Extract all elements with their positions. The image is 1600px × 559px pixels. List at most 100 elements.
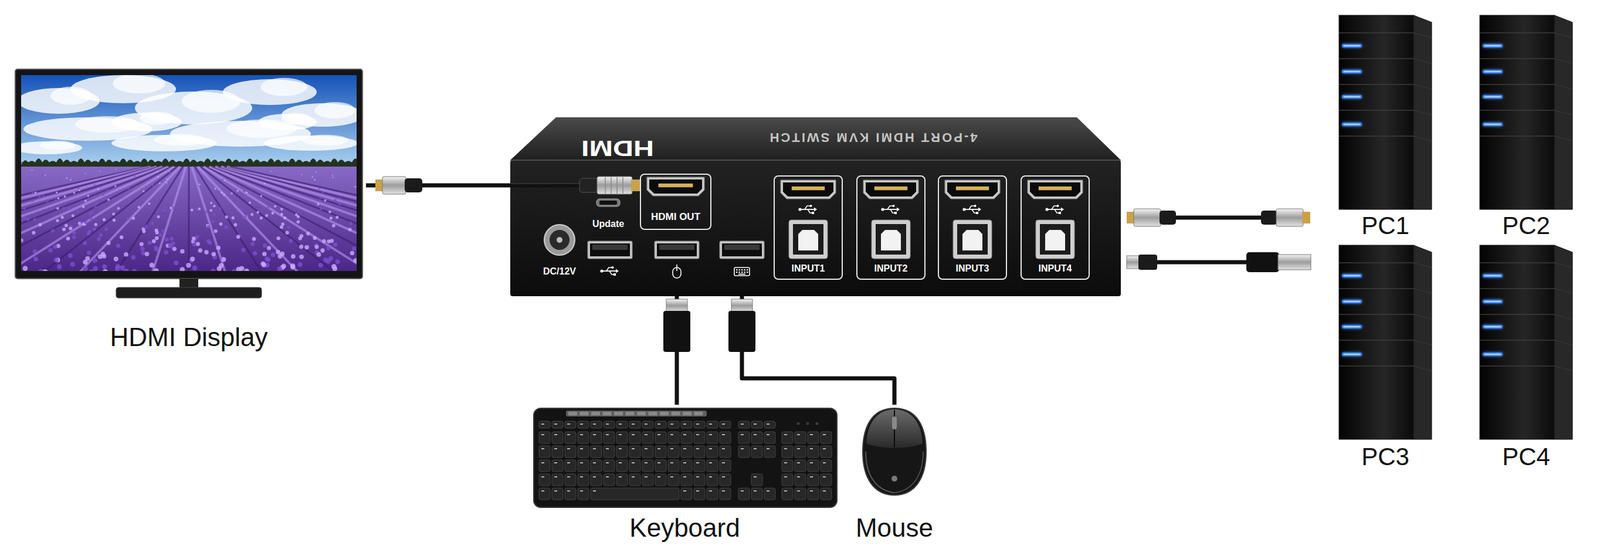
lavender-flower <box>317 262 323 268</box>
usb-symbol <box>1060 207 1064 212</box>
lavender-flower <box>33 217 37 221</box>
lavender-flower <box>198 207 202 211</box>
mouse-symbol <box>676 264 678 271</box>
key-mark <box>696 462 700 464</box>
key-mark <box>683 462 687 464</box>
side-divider <box>1554 314 1573 320</box>
lavender-flower <box>279 225 284 229</box>
lavender-flower <box>76 209 80 213</box>
display-hdmi-plug <box>375 176 423 195</box>
lavender-flower <box>222 194 226 197</box>
drive-bay-divider <box>1339 32 1414 34</box>
side-divider <box>1413 365 1432 371</box>
lavender-flower <box>354 185 357 188</box>
lavender-flower <box>297 262 303 267</box>
lavender-flower <box>185 187 188 189</box>
usb-b-port-tongue <box>962 229 983 251</box>
lavender-flower <box>218 207 222 210</box>
key <box>551 487 564 500</box>
lavender-flower <box>92 227 97 232</box>
lavender-flower <box>219 222 223 226</box>
key-mark <box>784 434 788 436</box>
key <box>642 459 654 472</box>
power-light <box>1341 122 1362 127</box>
hdmi-logo: HDMI <box>581 136 654 160</box>
lavender-flower <box>40 178 43 181</box>
key <box>719 473 731 486</box>
key-mark <box>740 448 744 450</box>
lavender-flower <box>106 189 109 192</box>
key <box>564 487 576 500</box>
key-mark <box>670 476 674 478</box>
tv-stand-neck <box>179 278 199 289</box>
lavender-flower <box>33 256 39 261</box>
key <box>577 431 589 444</box>
lavender-flower <box>89 212 93 216</box>
drive-bay-divider <box>1479 109 1555 111</box>
lavender-flower <box>69 178 72 181</box>
key <box>590 459 602 472</box>
dc-jack <box>556 236 563 243</box>
key <box>781 459 793 472</box>
pc-tower: PC3 <box>1334 241 1436 471</box>
lavender-flower <box>319 196 322 199</box>
usb-a-port <box>587 241 633 259</box>
lavender-flower <box>56 197 60 200</box>
lavender-field <box>21 161 357 271</box>
drive-bay-divider <box>1339 135 1414 137</box>
plug-shell <box>1278 254 1311 270</box>
key-mark <box>766 423 770 425</box>
lavender-flower <box>276 266 283 271</box>
lavender-flower <box>42 269 49 271</box>
lavender-flower <box>92 258 98 263</box>
lavender-flower <box>195 207 199 211</box>
usb-symbol <box>978 207 982 212</box>
lavender-flower <box>276 236 281 241</box>
lavender-flower <box>58 178 60 181</box>
key-mark <box>683 476 687 478</box>
key <box>590 473 602 486</box>
hdmi-port-cavity <box>947 182 998 197</box>
tv-stand-base <box>116 287 262 298</box>
media-key <box>625 411 635 416</box>
drive-bay-divider <box>1339 58 1414 60</box>
usb-a-port <box>721 243 762 257</box>
key <box>706 459 718 472</box>
side-divider <box>1554 58 1573 64</box>
lavender-flower <box>29 177 31 179</box>
drive-bay-divider <box>1479 339 1555 341</box>
keyboard-symbol <box>736 269 738 271</box>
lavender-flower <box>116 243 121 248</box>
key-mark <box>618 476 622 478</box>
lavender-flower <box>209 201 213 205</box>
key-mark <box>766 490 770 492</box>
lavender-row <box>188 166 191 271</box>
hdmi-port-shell <box>863 180 919 199</box>
key-mark <box>631 462 635 464</box>
key <box>539 473 551 486</box>
tower-front <box>1479 15 1555 210</box>
key <box>603 459 615 472</box>
key-mark <box>618 423 622 425</box>
lavender-flower <box>154 228 159 233</box>
hdmi-port-cavity <box>1029 182 1081 197</box>
usb-symbol <box>811 211 815 215</box>
lavender-flower <box>297 236 303 241</box>
lavender-flower <box>104 227 108 232</box>
lavender-flower <box>231 269 237 271</box>
lavender-flower <box>252 251 258 256</box>
device-label: PC2 <box>1502 211 1551 240</box>
usb-symbol <box>609 270 614 275</box>
key-mark <box>822 434 826 436</box>
usb-symbol <box>896 207 900 212</box>
lavender-flower <box>209 208 213 212</box>
cloud <box>281 113 311 125</box>
usb-symbol <box>971 209 976 213</box>
power-light <box>1343 353 1361 355</box>
lavender-flower <box>158 233 162 237</box>
key-mark <box>605 476 609 478</box>
key <box>642 445 654 458</box>
key <box>693 459 705 472</box>
key-mark <box>784 490 788 492</box>
lavender-flower <box>144 251 150 257</box>
